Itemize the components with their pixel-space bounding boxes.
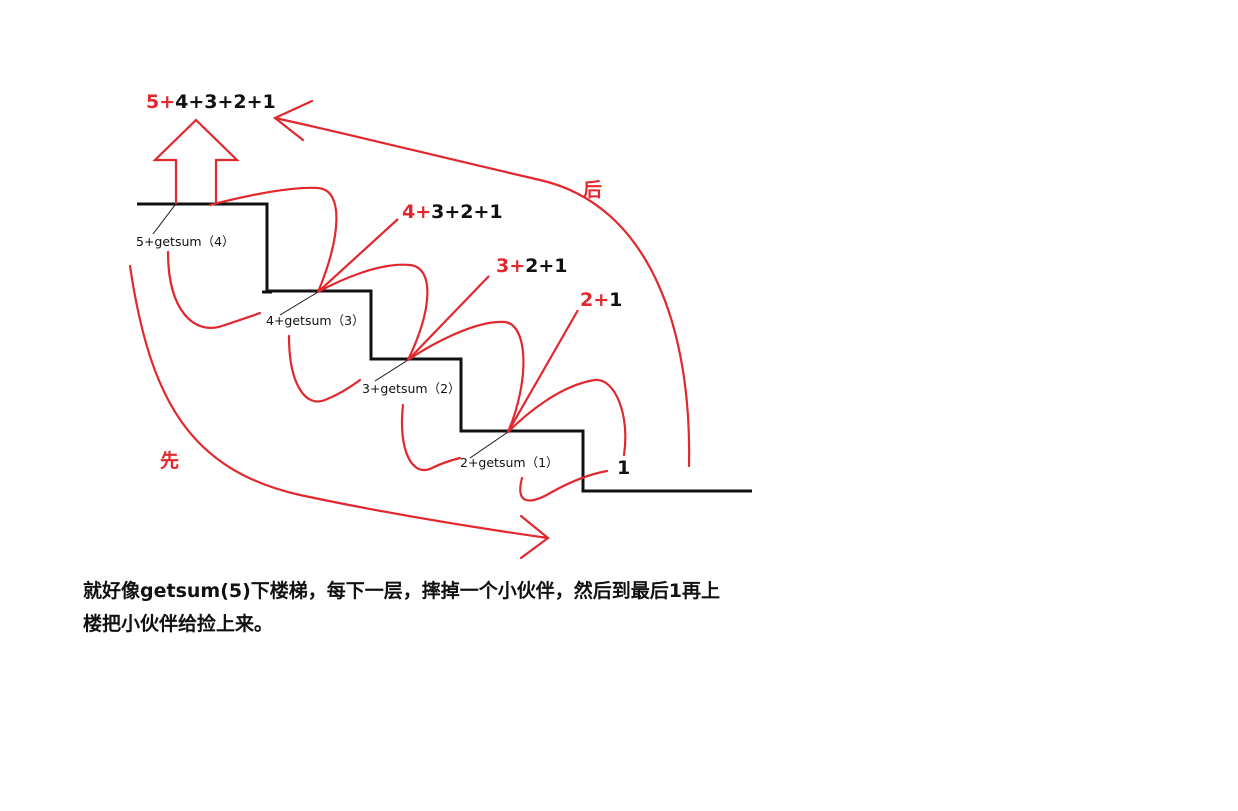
- result-top: 5+4+3+2+1: [146, 91, 276, 113]
- result-top-red: 5+: [146, 91, 175, 113]
- result-4-red: 4+: [402, 201, 431, 223]
- result-4-black: 3+2+1: [431, 201, 503, 223]
- result-2-red: 2+: [580, 289, 609, 311]
- step-label-3: 3+getsum（2）: [362, 381, 461, 396]
- descending-curls: [166, 250, 609, 502]
- up-arrow: [152, 118, 240, 204]
- result-3: 3+2+1: [496, 255, 568, 277]
- leader-lines: [152, 204, 509, 459]
- returning-loops: [208, 186, 627, 457]
- step-label-2: 2+getsum（1）: [460, 455, 559, 470]
- caption-line-2: 楼把小伙伴给捡上来。: [83, 613, 274, 635]
- step-label-4: 4+getsum（3）: [266, 313, 365, 328]
- step-label-5: 5+getsum（4）: [136, 234, 235, 249]
- staircase: [137, 202, 752, 493]
- result-2: 2+1: [580, 289, 622, 311]
- result-2-black: 1: [609, 289, 622, 311]
- caption-line-1: 就好像getsum(5)下楼梯，每下一层，摔掉一个小伙伴，然后到最后1再上: [83, 580, 721, 602]
- result-pointer-lines: [317, 218, 579, 433]
- result-3-black: 2+1: [525, 255, 567, 277]
- after-arrow: [272, 99, 691, 468]
- result-top-black: 4+3+2+1: [175, 91, 276, 113]
- result-4: 4+3+2+1: [402, 201, 503, 223]
- result-1: 1: [617, 457, 630, 479]
- result-3-red: 3+: [496, 255, 525, 277]
- first-arrow: [128, 264, 550, 560]
- caption: 就好像getsum(5)下楼梯，每下一层，摔掉一个小伙伴，然后到最后1再上 楼把…: [83, 575, 803, 641]
- phase-label-first: 先: [160, 449, 179, 472]
- phase-label-after: 后: [583, 179, 602, 201]
